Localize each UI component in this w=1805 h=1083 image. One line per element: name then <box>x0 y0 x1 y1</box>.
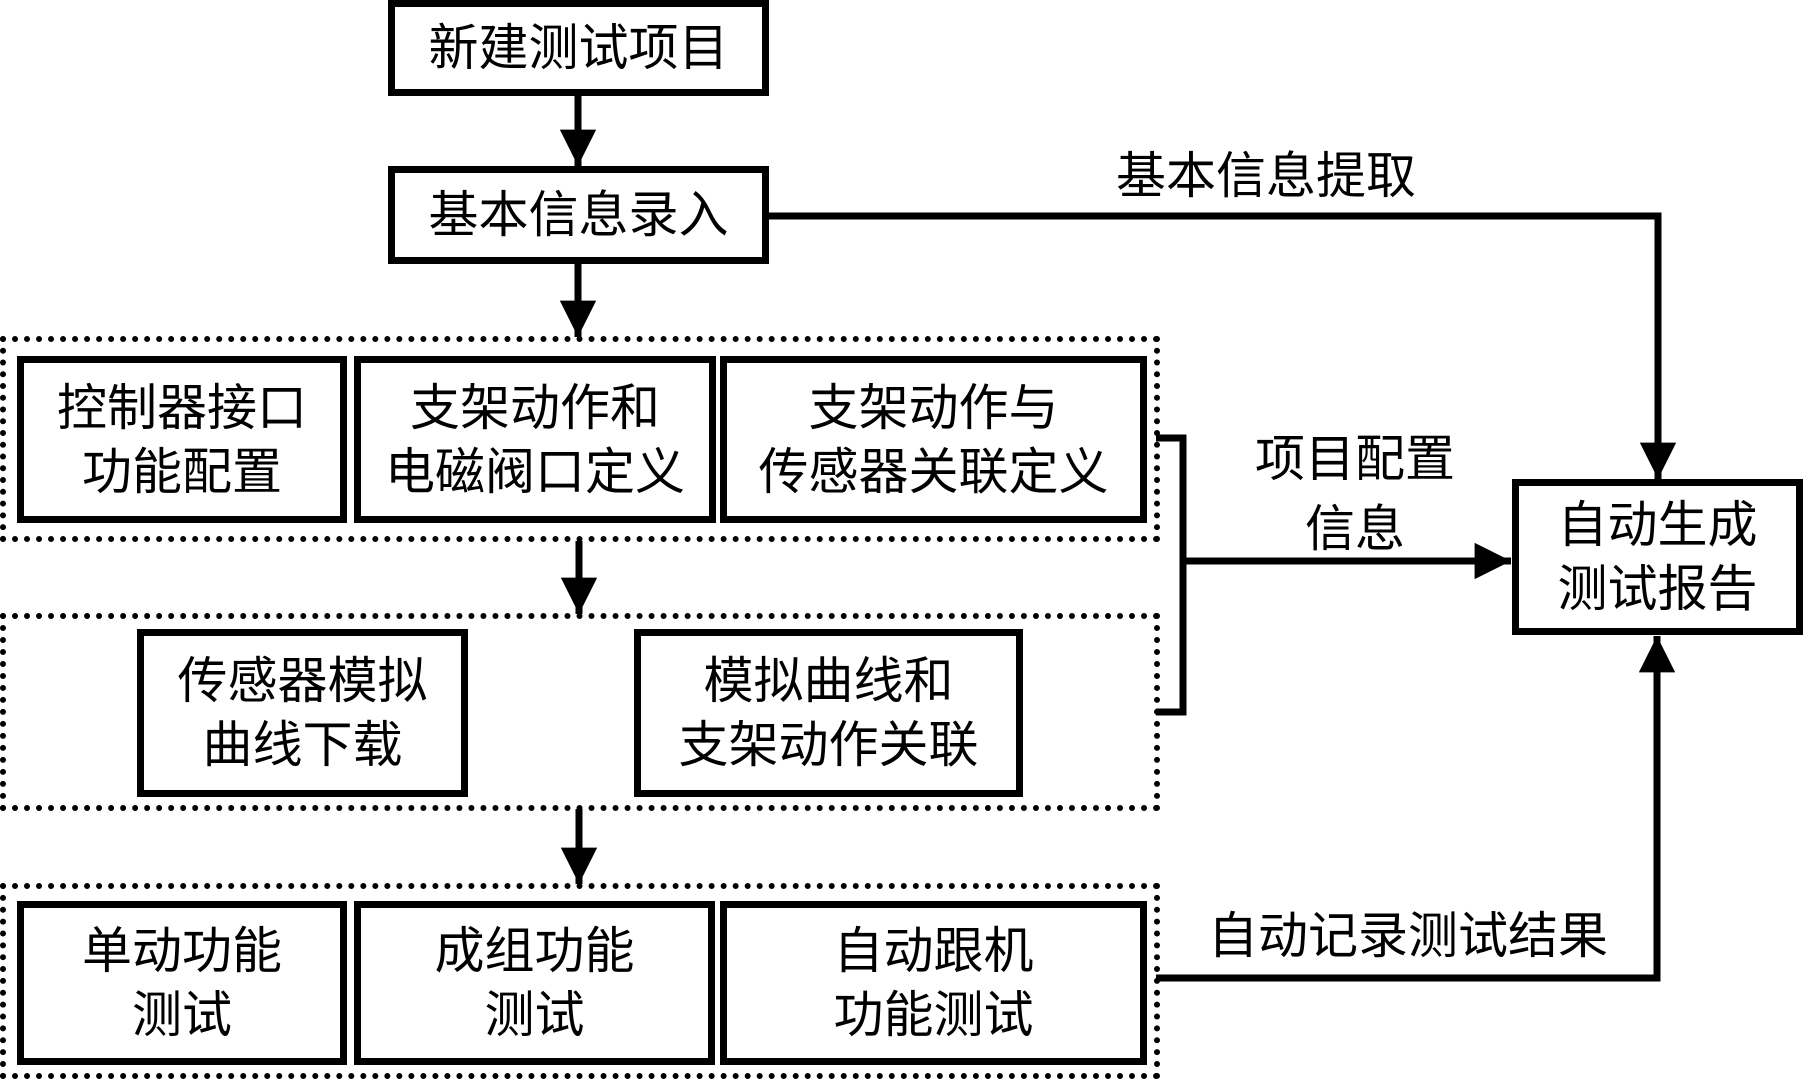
node-text-line-1: 单动功能 <box>82 922 282 980</box>
node-group-function-test: 成组功能 测试 <box>354 901 715 1065</box>
edge-label-auto-record-results: 自动记录测试结果 <box>1208 907 1608 965</box>
node-text: 新建测试项目 <box>428 19 729 77</box>
node-text-line-2: 曲线下载 <box>202 716 403 774</box>
node-text-line-1: 控制器接口 <box>57 378 307 437</box>
node-basic-info-entry: 基本信息录入 <box>388 166 769 264</box>
group-testing <box>0 883 1160 1079</box>
node-curve-action-link: 模拟曲线和 支架动作关联 <box>634 629 1023 797</box>
node-text-line-1: 自动跟机 <box>833 922 1034 980</box>
node-text-line-2: 支架动作关联 <box>678 716 979 774</box>
node-support-action-sensor-link-def: 支架动作与 传感器关联定义 <box>720 356 1147 523</box>
edge-label-line-1: 项目配置 <box>1255 430 1455 488</box>
node-text-line-2: 测试 <box>132 986 232 1044</box>
arrow-basic-info-extract <box>767 212 1677 479</box>
node-text-line-1: 模拟曲线和 <box>703 652 954 710</box>
node-text: 基本信息录入 <box>428 186 729 244</box>
node-single-action-test: 单动功能 测试 <box>17 901 347 1065</box>
node-text-line-1: 支架动作与 <box>808 378 1059 437</box>
node-auto-follow-test: 自动跟机 功能测试 <box>720 901 1147 1065</box>
arrow-auto-record-results <box>1156 636 1676 982</box>
node-text-line-1: 传感器模拟 <box>177 652 428 710</box>
node-text-line-2: 功能测试 <box>833 986 1034 1044</box>
node-text-line-1: 自动生成 <box>1557 496 1758 554</box>
edge-label-line-2: 信息 <box>1305 500 1405 558</box>
node-text-line-1: 成组功能 <box>434 922 635 980</box>
node-text-line-2: 测试报告 <box>1557 560 1758 618</box>
node-sensor-curve-download: 传感器模拟 曲线下载 <box>137 629 468 797</box>
group-simulation <box>0 613 1160 811</box>
node-controller-interface-config: 控制器接口 功能配置 <box>17 356 347 523</box>
edge-label-project-config-info: 项目配置 信息 <box>1230 424 1480 564</box>
bracket-config-sim <box>1156 434 1187 716</box>
node-support-action-valve-def: 支架动作和 电磁阀口定义 <box>354 356 716 523</box>
node-auto-report: 自动生成 测试报告 <box>1512 479 1803 635</box>
node-text-line-1: 支架动作和 <box>410 378 660 437</box>
node-text-line-2: 功能配置 <box>82 442 282 501</box>
node-text-line-2: 传感器关联定义 <box>758 442 1109 501</box>
node-text-line-2: 测试 <box>484 986 585 1044</box>
node-text-line-2: 电磁阀口定义 <box>385 442 685 501</box>
edge-label-basic-info-extract: 基本信息提取 <box>1116 147 1416 205</box>
group-configuration <box>0 336 1160 542</box>
node-new-project: 新建测试项目 <box>388 0 769 96</box>
